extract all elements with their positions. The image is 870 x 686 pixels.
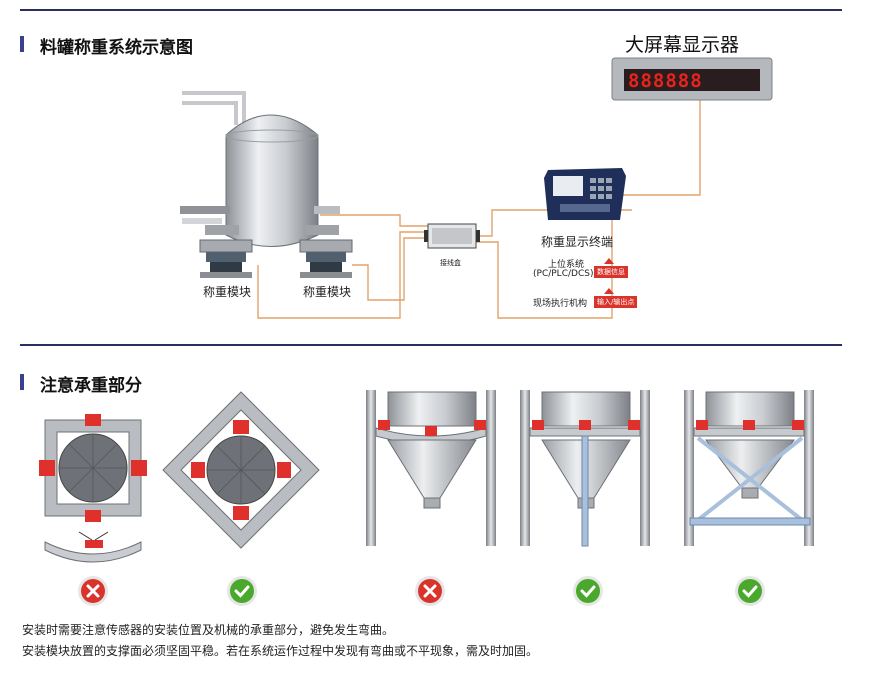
section1-marker <box>20 36 24 52</box>
terminal-label: 称重显示终端 <box>541 235 614 249</box>
junction-box-label: 接线盒 <box>440 259 461 267</box>
io-point-tag: 输入/输出点 <box>594 296 638 308</box>
top-rule <box>20 9 842 11</box>
correct-icon <box>227 576 257 606</box>
section1-title: 料罐称重系统示意图 <box>40 38 193 58</box>
upper-system-sub-label: (PC/PLC/DCS) <box>533 269 594 279</box>
note-line-1: 安装时需要注意传感器的安装位置及机械的承重部分，避免发生弯曲。 <box>22 623 395 637</box>
diamond-frame-panel <box>162 391 320 549</box>
display-digits: 888888 <box>628 70 703 92</box>
module-right-label: 称重模块 <box>303 285 352 299</box>
section2-marker <box>20 374 24 390</box>
square-frame-panel <box>39 414 147 563</box>
junction-box <box>424 223 480 249</box>
arrow-up-icon <box>604 288 614 294</box>
wrong-icon <box>78 576 108 606</box>
silo-panel-cross-brace <box>684 390 814 546</box>
middle-rule <box>20 344 842 346</box>
big-display <box>611 57 773 101</box>
section2-title: 注意承重部分 <box>40 376 142 396</box>
inlet-pipes <box>182 91 246 125</box>
weighing-terminal <box>544 168 626 220</box>
silo-panel-center-support <box>520 390 650 547</box>
silo-panel-bent <box>366 390 496 546</box>
data-info-tag: 数据信息 <box>594 266 628 278</box>
module-left-label: 称重模块 <box>203 285 252 299</box>
display-title: 大屏幕显示器 <box>625 34 740 56</box>
wrong-icon <box>415 576 445 606</box>
arrow-up-icon <box>604 258 614 264</box>
upper-system-label: 上位系统 <box>548 260 585 270</box>
weighing-module-right <box>299 239 353 278</box>
weighing-module-left <box>199 239 253 278</box>
correct-icon <box>735 576 765 606</box>
note-line-2: 安装模块放置的支撑面必须坚固平稳。若在系统运作过程中发现有弯曲或不平现象，需及时… <box>22 644 539 658</box>
correct-icon <box>573 576 603 606</box>
field-actuator-label: 现场执行机构 <box>533 299 588 309</box>
support-frame <box>180 206 340 235</box>
